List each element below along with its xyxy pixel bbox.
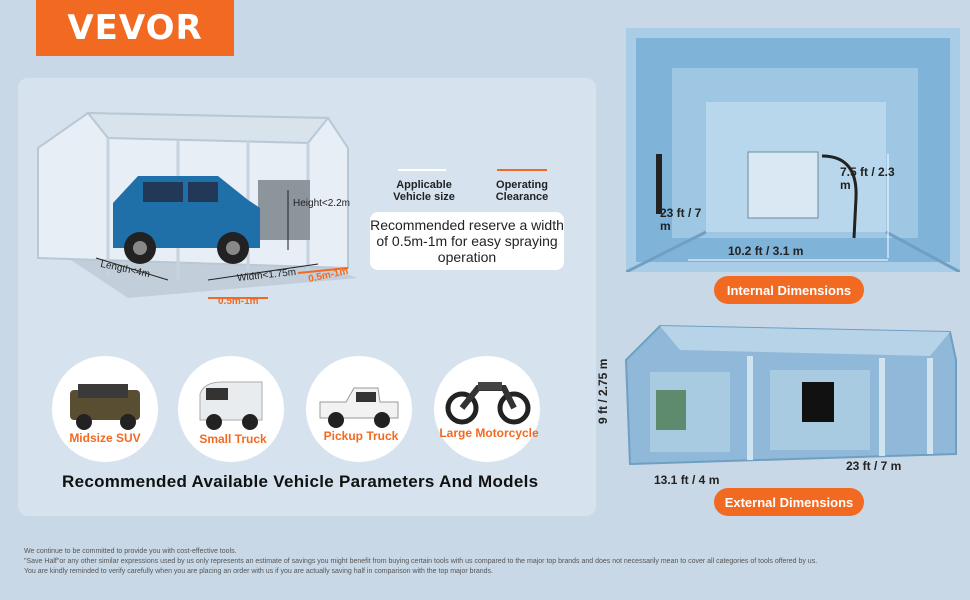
motorcycle-icon — [445, 382, 531, 425]
clearance-label-front: 0.5m-1m — [218, 296, 259, 307]
internal-depth-label: 23 ft / 7 m — [660, 206, 702, 233]
external-length-label: 23 ft / 7 m — [846, 459, 902, 473]
panel-caption: Recommended Available Vehicle Parameters… — [62, 472, 539, 491]
legend-vehicle-line — [398, 169, 446, 171]
internal-height-label: 7.5 ft / 2.3 m — [840, 165, 895, 192]
external-width-label: 13.1 ft / 4 m — [654, 473, 720, 487]
vehicle-motorcycle-image — [434, 356, 540, 462]
external-height-label: 9 ft / 2.75 m — [596, 358, 610, 424]
legend-operating-clearance: Operating Clearance — [495, 179, 549, 203]
external-view-image — [624, 324, 957, 466]
height-limit-label: Height<2.2m — [293, 198, 350, 209]
vehicle-small-truck-image — [178, 356, 284, 462]
van-icon — [199, 381, 263, 430]
vehicle-label-suv: Midsize SUV — [69, 431, 141, 445]
disclaimer-line: You are kindly reminded to verify carefu… — [24, 568, 493, 575]
vehicle-label-motorcycle: Large Motorcycle — [439, 426, 539, 440]
brand-logo: VEVOR — [36, 0, 234, 56]
vehicle-pickup-image — [306, 356, 412, 462]
pickup-icon — [319, 387, 399, 428]
suv-icon — [70, 384, 140, 430]
disclaimer: We continue to be committed to provide y… — [24, 547, 954, 577]
vehicle-label-small-truck: Small Truck — [199, 432, 267, 446]
clearance-note: Recommended reserve a width of 0.5m-1m f… — [370, 212, 564, 270]
spray-booth-illustration — [37, 111, 358, 299]
legend-vehicle-size: Applicable Vehicle size — [393, 179, 455, 203]
vehicle-suv-image — [52, 356, 158, 462]
disclaimer-line: "Save Half"or any other similar expressi… — [24, 558, 818, 565]
disclaimer-line: We continue to be committed to provide y… — [24, 548, 237, 555]
internal-width-label: 10.2 ft / 3.1 m — [728, 244, 804, 258]
internal-dimensions-badge: Internal Dimensions — [714, 276, 864, 304]
legend-clearance-line — [497, 169, 547, 171]
external-dimensions-badge: External Dimensions — [714, 488, 864, 516]
internal-view-image — [626, 28, 960, 272]
vehicle-label-pickup: Pickup Truck — [323, 429, 399, 443]
